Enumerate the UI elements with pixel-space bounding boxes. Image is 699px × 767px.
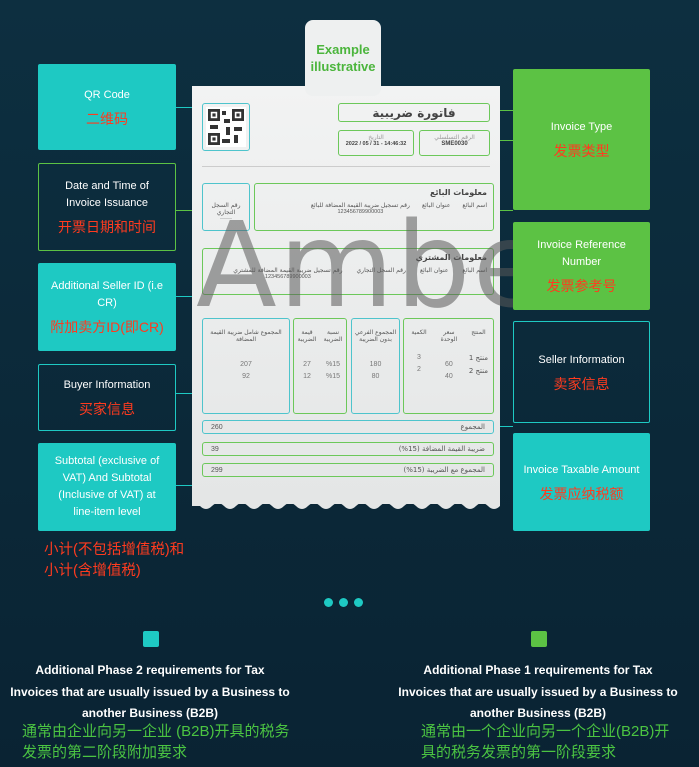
date-field: التاريخ 2022 / 05 / 31 - 14:46:32	[338, 130, 414, 156]
phase2-legend-icon	[143, 631, 159, 647]
phase2-description: Additional Phase 2 requirements for Tax …	[10, 663, 290, 720]
pager-dot-2[interactable]	[339, 598, 348, 607]
label-subtotal-zh: 小计(不包括增值税)和小计(含增值税)	[44, 542, 185, 579]
cr-field: رقم السجل التجاري------	[202, 183, 250, 231]
serial-field: الرقم التسلسلي SME0030	[419, 130, 490, 156]
invoice-illustration: فاتورة ضريبية التاريخ 2022 / 05 / 31 - 1…	[192, 86, 500, 504]
qr-code-icon	[202, 103, 250, 151]
label-subtotal: Subtotal (exclusive of VAT) And Subtotal…	[38, 443, 176, 531]
buyer-info: معلومات المشتري اسم البائع عنوان البائع …	[202, 248, 494, 295]
subtotal-ex-vat-column: المجموع الفرعي بدون الضريبة 180 80	[351, 318, 400, 414]
phase1-description: Additional Phase 1 requirements for Tax …	[398, 663, 678, 720]
pager-dot-1[interactable]	[324, 598, 333, 607]
paper-edge	[192, 500, 500, 509]
phase2-description-zh: 通常由企业向另一企业 (B2B)开具的税务发票的第二阶段附加要求	[22, 723, 290, 761]
phase1-legend-icon	[531, 631, 547, 647]
phase1-description-zh: 通常由一个企业向另一个企业(B2B)开具的税务发票的第一阶段要求	[421, 723, 670, 761]
label-seller-id: Additional Seller ID (i.e CR)附加卖方ID(即CR)	[38, 263, 176, 351]
total-inc-vat-column: المجموع شامل ضريبة القيمة المضافة 207 92	[202, 318, 290, 414]
invoice-title: فاتورة ضريبية	[338, 103, 490, 122]
seller-info: معلومات البائع اسم البائع عنوان البائع ر…	[254, 183, 494, 231]
pager-dot-3[interactable]	[354, 598, 363, 607]
